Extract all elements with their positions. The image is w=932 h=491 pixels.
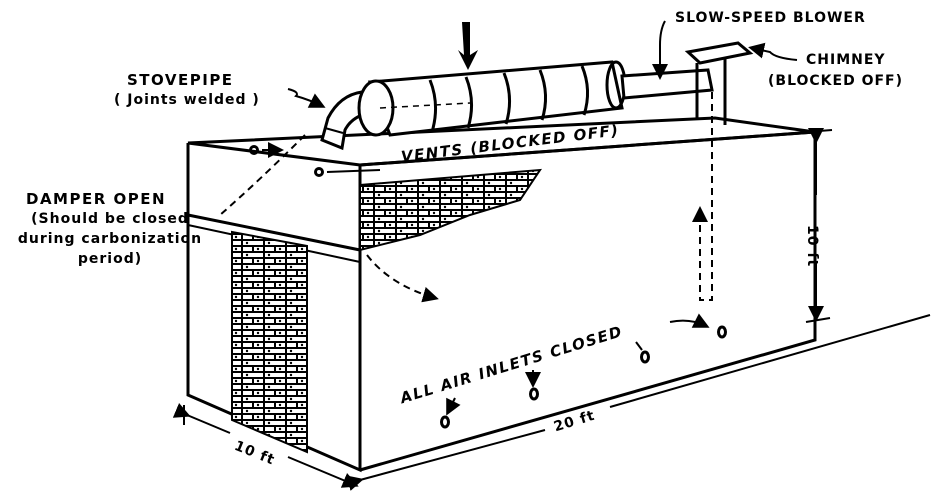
leader-lines [287, 20, 798, 108]
blower-pipe [620, 68, 714, 100]
airflow-dashed [219, 92, 713, 303]
chimney [684, 41, 754, 125]
label-stovepipe-note: ( Joints welded ) [114, 92, 260, 108]
flow-arrow-down-icon [458, 22, 478, 70]
label-chimney-note: (BLOCKED OFF) [768, 73, 904, 89]
inlet-arrow [669, 313, 710, 328]
vent-circles [249, 142, 381, 177]
dimension-height [805, 128, 833, 323]
cutaway-line-upper [187, 213, 361, 252]
brick-wall-corner [359, 168, 542, 252]
air-inlets [440, 325, 727, 429]
label-damper-note-2: during carbonization [17, 231, 203, 247]
kiln-front-face [359, 130, 817, 472]
label-chimney: CHIMNEY [806, 52, 886, 68]
dimension-width [172, 402, 359, 488]
dimension-length [346, 314, 931, 491]
dimension-height-label: 10 ft [804, 225, 820, 268]
label-damper: DAMPER OPEN [26, 190, 167, 208]
label-damper-note-3: period) [77, 251, 143, 267]
brick-wall-end [231, 230, 308, 454]
label-stovepipe: STOVEPIPE [127, 71, 234, 89]
label-blower: SLOW-SPEED BLOWER [675, 10, 866, 26]
drum-cylinder [357, 60, 627, 137]
label-damper-note-1: (Should be closed [31, 211, 189, 227]
